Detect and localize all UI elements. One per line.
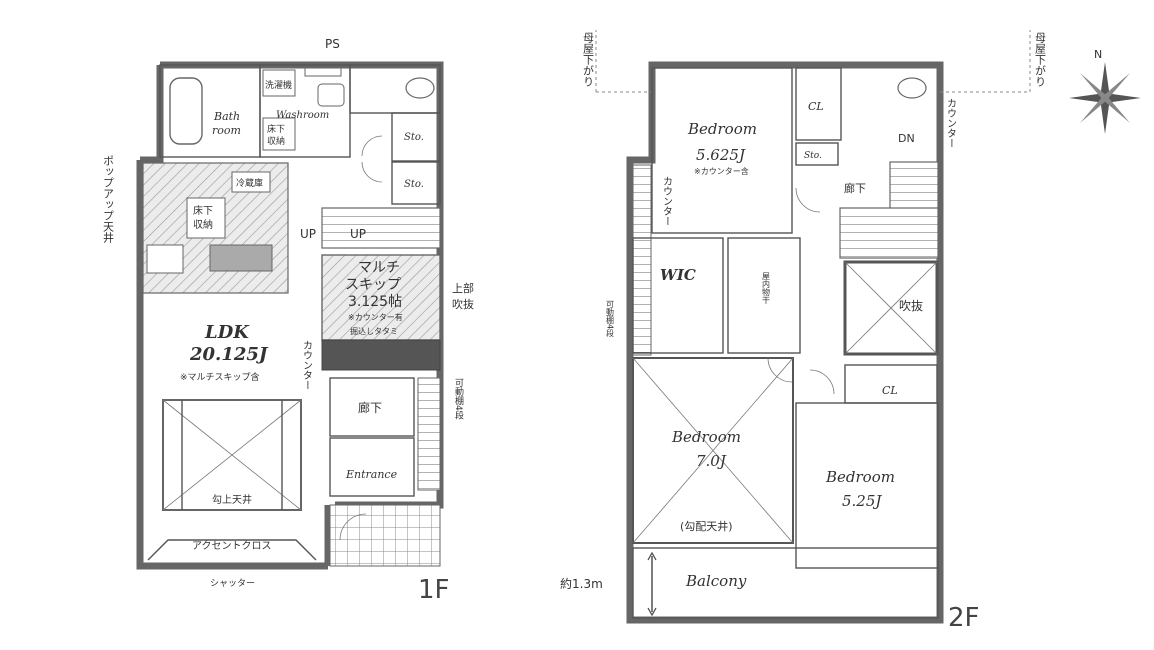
sto-label-2: Sto. bbox=[404, 179, 424, 190]
bedroom1-label: Bedroom bbox=[687, 120, 757, 138]
multi-skip-note-1: ※カウンター有 bbox=[348, 312, 403, 322]
bedroom3-label: Bedroom bbox=[825, 468, 895, 486]
indoor-drying-label: 屋内物干 bbox=[762, 272, 771, 305]
counter-label: カウンター bbox=[301, 340, 313, 390]
counter-left-label: カウンター bbox=[661, 176, 673, 226]
void-label: 吹抜 bbox=[899, 299, 923, 313]
floor-1-labels: PS Bath room Washroom 洗濯機 床下 収納 Sto. Sto… bbox=[102, 37, 475, 605]
upper-void-label: 上部 bbox=[452, 281, 474, 295]
multi-skip-size: 3.125帖 bbox=[348, 294, 402, 310]
floor-1 bbox=[136, 61, 444, 570]
bedroom1-size: 5.625J bbox=[696, 146, 746, 164]
floor-2 bbox=[595, 30, 1141, 624]
bedroom2-note: (勾配天井) bbox=[680, 519, 733, 533]
dn-label: DN bbox=[898, 132, 915, 145]
north-label: N bbox=[1094, 48, 1102, 61]
multi-skip-note-2: 掘込しタタミ bbox=[350, 327, 398, 336]
entrance-label: Entrance bbox=[345, 468, 398, 481]
cl2-label: CL bbox=[882, 384, 898, 397]
compass-icon bbox=[1069, 62, 1141, 134]
hallway2-label: 廊下 bbox=[844, 181, 866, 195]
roof-slope-right-label: 母屋下がり bbox=[1034, 32, 1047, 87]
laundry-label: 洗濯機 bbox=[265, 79, 292, 91]
bedroom2-size: 7.0J bbox=[696, 452, 727, 470]
ldk-name: LDK bbox=[204, 322, 250, 343]
up-label-1: UP bbox=[300, 227, 316, 241]
roof-slope-left-label: 母屋下がり bbox=[582, 32, 595, 87]
hallway-label: 廊下 bbox=[358, 400, 382, 415]
floor-storage-small-label: 床下 bbox=[267, 123, 285, 135]
atrium-ceiling-label: 勾上天井 bbox=[212, 493, 252, 506]
floor-2-labels: 母屋下がり 母屋下がり N Bedroom 5.625J ※カウンター含 CL … bbox=[560, 32, 1102, 633]
cl1-label: CL bbox=[808, 100, 824, 113]
ldk-size: 20.125J bbox=[189, 344, 269, 365]
bedroom1-note: ※カウンター含 bbox=[694, 166, 749, 176]
floor-storage-label-2: 収納 bbox=[193, 218, 213, 231]
multi-skip-label-2: スキップ bbox=[345, 277, 401, 293]
ps-label: PS bbox=[325, 37, 340, 51]
movable-shelf-2-label: 可動棚4段 bbox=[606, 300, 615, 338]
sto-label-1: Sto. bbox=[404, 132, 424, 143]
wic-label: WIC bbox=[660, 266, 696, 284]
fridge-label: 冷蔵庫 bbox=[236, 177, 263, 189]
balcony-label: Balcony bbox=[685, 572, 747, 590]
ldk-note: ※マルチスキップ含 bbox=[180, 371, 260, 383]
upper-void-label-2: 吹抜 bbox=[452, 297, 474, 311]
counter-right-label: カウンター bbox=[945, 98, 957, 148]
bedroom3-size: 5.25J bbox=[842, 492, 882, 510]
floor-2-label: 2F bbox=[948, 603, 980, 633]
floor-storage-small-label-2: 収納 bbox=[267, 135, 285, 147]
up-label-2: UP bbox=[350, 227, 366, 241]
popup-ceiling-label: ポップアップ天井 bbox=[102, 155, 115, 244]
sto-label: Sto. bbox=[804, 151, 822, 161]
bathroom-label: Bath bbox=[213, 110, 240, 123]
bathroom-label-2: room bbox=[212, 124, 241, 137]
washroom-label: Washroom bbox=[276, 110, 329, 121]
balcony-depth-label: 約1.3m bbox=[560, 576, 603, 591]
floor-1-label: 1F bbox=[418, 575, 450, 605]
accent-cloth-label: アクセントクロス bbox=[192, 540, 272, 552]
movable-shelf-label: 可動棚4段 bbox=[453, 378, 464, 421]
floor-storage-label: 床下 bbox=[193, 204, 213, 217]
multi-skip-label: マルチ bbox=[358, 260, 400, 276]
bedroom2-label: Bedroom bbox=[671, 428, 741, 446]
shutter-label: シャッター bbox=[210, 578, 255, 589]
